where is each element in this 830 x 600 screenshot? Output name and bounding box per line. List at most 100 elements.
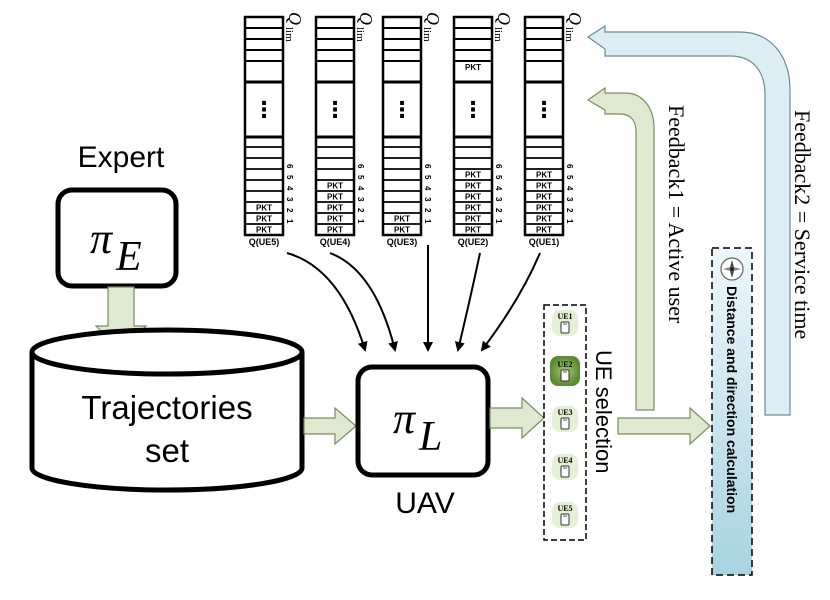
queue-ellipsis: ⋮ <box>462 98 484 123</box>
distance-label: Distance and direction calculation <box>724 286 740 513</box>
phone-icon <box>560 465 570 478</box>
uav-pi: π <box>393 394 417 443</box>
queue-name: Q(UE5) <box>249 237 280 247</box>
queue-name: Q(UE3) <box>387 237 418 247</box>
queue-ellipsis: ⋮ <box>253 98 275 123</box>
distance-box <box>711 247 753 576</box>
slot-number: 2 <box>565 208 574 213</box>
qlim-symbol: Q <box>494 12 514 25</box>
ue-to-distance-arrow <box>617 406 711 446</box>
expert-policy-symbol: π <box>90 214 114 263</box>
queue-limit-label: Qlim <box>354 12 376 42</box>
packet: PKT <box>465 182 481 191</box>
ue-label: UE4 <box>557 456 572 465</box>
packet: PKT <box>394 226 410 235</box>
uav-to-ue-arrow <box>489 396 545 440</box>
qlim-subscript: lim <box>283 27 295 42</box>
slot-number: 3 <box>494 197 503 202</box>
phone-icon <box>560 417 570 430</box>
queue-ellipsis: ⋮ <box>324 98 346 123</box>
cylinder-body <box>29 352 305 493</box>
qlim-subscript: lim <box>421 27 433 42</box>
feedback2-label: Feedback2 = Service time <box>790 110 815 339</box>
slot-number: 1 <box>356 219 365 224</box>
packet: PKT <box>327 226 343 235</box>
arrow-q-ue5 <box>286 252 368 352</box>
slot-number: 6 <box>285 164 294 169</box>
ue-label: UE3 <box>557 408 572 417</box>
slot-number: 4 <box>285 186 294 191</box>
expert-policy-box <box>55 187 179 289</box>
trajectories-cylinder <box>29 327 305 493</box>
feedback1-label: Feedback1 = Active user <box>664 105 689 324</box>
ue-item-2: UE2 <box>550 356 580 386</box>
queue-ellipsis: ⋮ <box>391 98 413 123</box>
slot-number: 2 <box>285 208 294 213</box>
qlim-subscript: lim <box>492 27 504 42</box>
phone-icon <box>560 513 570 526</box>
packet: PKT <box>327 204 343 213</box>
packet: PKT <box>327 193 343 202</box>
queue-limit-label: Qlim <box>563 12 585 42</box>
slot-number: 3 <box>423 197 432 202</box>
slot-number: 2 <box>356 208 365 213</box>
phone-icon <box>560 321 570 334</box>
qlim-subscript: lim <box>563 27 575 42</box>
slot-number: 1 <box>565 219 574 224</box>
arrow-q-ue2 <box>455 252 481 352</box>
expert-label: Expert <box>78 141 165 174</box>
feedback2-arrow <box>586 24 791 416</box>
feedback1-arrow <box>586 86 655 411</box>
ue-item-5: UE5 <box>552 502 578 528</box>
queue-outline <box>314 15 356 237</box>
ue-label: UE5 <box>557 504 572 513</box>
queue-outline <box>523 15 565 237</box>
phone-icon <box>560 369 570 382</box>
queue-outline <box>452 15 494 237</box>
slot-number: 4 <box>494 186 503 191</box>
queue-limit-label: Qlim <box>283 12 305 42</box>
slot-number: 3 <box>356 197 365 202</box>
uav-policy-subscript: L <box>418 414 442 460</box>
slot-number: 5 <box>285 175 294 180</box>
cylinder-top <box>29 327 305 377</box>
packet: PKT <box>536 193 552 202</box>
slot-number: 3 <box>565 197 574 202</box>
queue-outline <box>381 15 423 237</box>
packet: PKT <box>256 226 272 235</box>
slot-number: 2 <box>423 208 432 213</box>
slot-number: 1 <box>494 219 503 224</box>
qlim-subscript: lim <box>354 27 366 42</box>
queue-name: Q(UE1) <box>529 237 560 247</box>
queue-limit-label: Qlim <box>421 12 443 42</box>
queue-ellipsis: ⋮ <box>533 98 555 123</box>
trajectories-label-line2: set <box>145 432 189 469</box>
packet: PKT <box>256 204 272 213</box>
slot-number: 4 <box>565 186 574 191</box>
packet: PKT <box>465 204 481 213</box>
slot-number: 1 <box>423 219 432 224</box>
ue-label: UE1 <box>557 312 572 321</box>
qlim-symbol: Q <box>423 12 443 25</box>
ue-label: UE2 <box>557 360 572 369</box>
expert-pi: π <box>90 214 114 263</box>
trajectories-label-line1: Trajectories <box>81 389 252 426</box>
packet: PKT <box>394 215 410 224</box>
queue-limit-label: Qlim <box>492 12 514 42</box>
packet-top: PKT <box>465 63 481 72</box>
slot-number: 1 <box>285 219 294 224</box>
expert-policy-subscript: E <box>115 234 142 280</box>
uav-policy-symbol: π <box>393 394 417 443</box>
arrow-q-ue1 <box>480 252 541 352</box>
slot-number: 6 <box>423 164 432 169</box>
slot-number: 4 <box>423 186 432 191</box>
packet: PKT <box>536 226 552 235</box>
packet: PKT <box>536 171 552 180</box>
packet: PKT <box>256 215 272 224</box>
queue-to-uav-arrows <box>286 245 541 352</box>
queue-name: Q(UE2) <box>458 237 489 247</box>
